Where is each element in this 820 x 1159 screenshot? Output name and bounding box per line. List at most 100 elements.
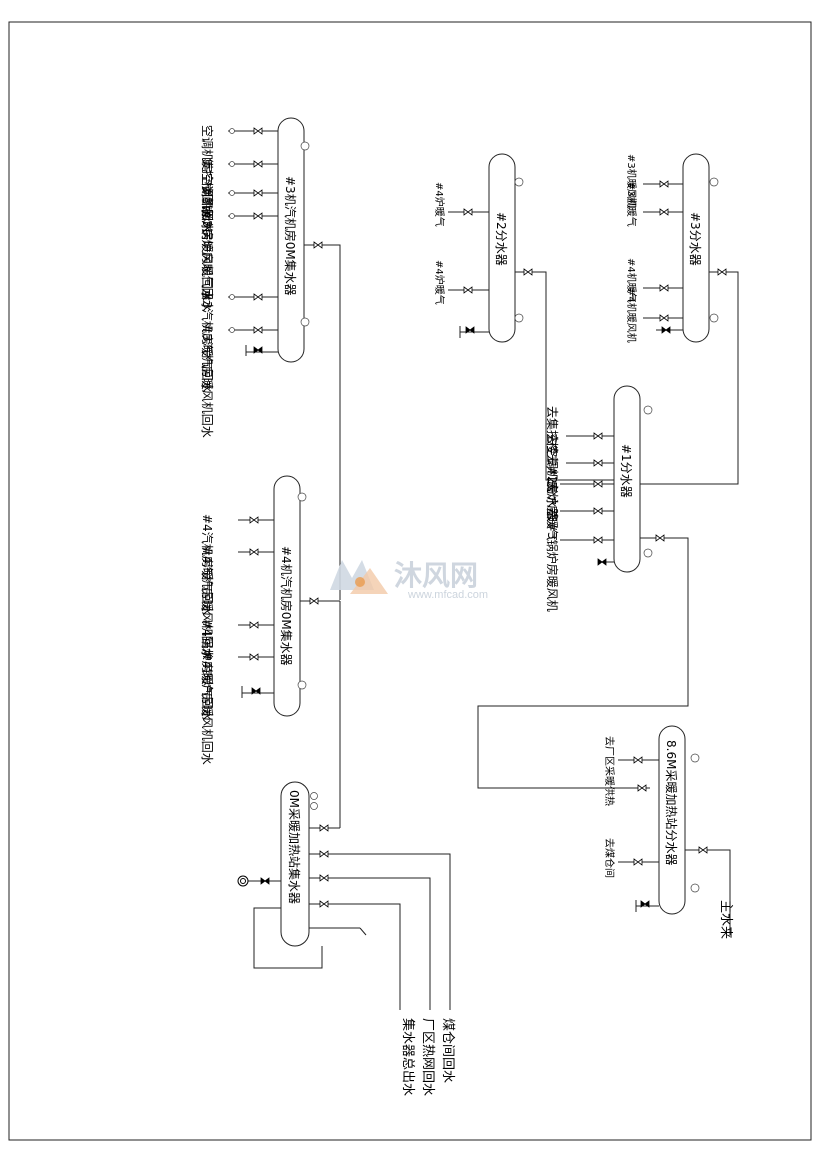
- branch-valve-icon: [253, 127, 263, 135]
- branch-valve-icon: [249, 653, 259, 661]
- gauge-icon: [690, 883, 700, 893]
- diagram-mark: [593, 536, 603, 544]
- main-valve-icon: [698, 846, 708, 854]
- check-icon: [229, 190, 235, 196]
- inlet-valve-icon: [319, 824, 329, 832]
- diagram-mark: [249, 653, 259, 661]
- branch-label: 去集控楼: [545, 406, 560, 454]
- coal-return-pipe: [309, 853, 451, 1010]
- link-pipe: [304, 244, 341, 600]
- diagram-mark: [690, 883, 700, 893]
- link-pipe: [477, 537, 689, 789]
- branch-valve-icon: [593, 507, 603, 515]
- header-title-h4collect: #4机汽机房0M集水器: [279, 546, 294, 666]
- branch-valve-icon: [659, 314, 669, 322]
- drain-valve-icon: [253, 346, 263, 354]
- diagram-mark: [310, 792, 318, 800]
- loop-pipe: [253, 907, 323, 969]
- diagram-mark: [309, 597, 319, 605]
- check-icon: [229, 213, 235, 219]
- watermark-logo: MF: [330, 560, 388, 594]
- branch-valve-icon: [659, 284, 669, 292]
- branch-label: 去#3锅炉房暖风机: [545, 510, 560, 612]
- diagram-mark: [249, 516, 259, 524]
- branch-label: #3机暖气: [625, 182, 638, 227]
- branch-valve-icon: [249, 548, 259, 556]
- branch-label: 去炉房暖气: [545, 481, 560, 541]
- gauge-icon: [709, 177, 719, 187]
- gauge-icon: [310, 802, 318, 810]
- branch-label: #4锅炉房暖风机回水: [200, 651, 215, 765]
- diagram-layer: #3机汽机房0M集水器空调机房空调机回水集控楼回水#3锅炉房暖风机回水#3锅炉房…: [200, 117, 739, 1096]
- gauge-icon: [300, 141, 310, 151]
- drain-valve-icon: [640, 900, 650, 908]
- diagram-mark: [251, 687, 261, 695]
- branch-label: 去空调机房: [545, 433, 560, 493]
- branch-valve-icon: [253, 189, 263, 197]
- branch-label: #3锅炉房暖风机回水: [200, 187, 215, 301]
- branch-valve-icon: [463, 208, 473, 216]
- drain-valve-icon: [465, 326, 475, 334]
- valve-icon: [319, 900, 329, 908]
- check-icon: [229, 161, 235, 167]
- branch-label: 空调机房空调机回水: [200, 125, 215, 233]
- header-title-h2dist: #2分水器: [494, 212, 508, 266]
- diagram-mark: [655, 534, 665, 542]
- check-icon: [229, 128, 235, 134]
- header-title-h8dist: 8.6M采暖加热站分水器: [664, 740, 678, 865]
- collector-out-pipe: [309, 903, 401, 1010]
- drain-valve-icon: [661, 326, 671, 334]
- diagram-mark: [240, 878, 246, 884]
- watermark: MF 沐风网 www.mfcad.com: [330, 560, 488, 601]
- diagram-mark: [593, 432, 603, 440]
- header-title-h0collect: 0M采暖加热站集水器: [287, 790, 302, 904]
- diagram-mark: [698, 846, 708, 854]
- diagram-mark: [253, 212, 263, 220]
- gauge-icon: [297, 680, 307, 690]
- diagram-mark: [319, 900, 329, 908]
- header-h2dist: [488, 153, 516, 343]
- branch-label: #4锅炉房暖气回水: [200, 619, 215, 721]
- diagram-mark: [465, 326, 475, 334]
- branch-valve-icon: [249, 516, 259, 524]
- header-h0collect: [280, 781, 310, 947]
- diagram-mark: [637, 784, 647, 792]
- header-title-h1dist: #1分水器: [619, 444, 633, 498]
- plant-return-pipe: [309, 877, 431, 1010]
- outlet-valve-icon: [309, 597, 319, 605]
- branch-valve-icon: [463, 286, 473, 294]
- branch-valve-icon: [253, 293, 263, 301]
- diagram-mark: [690, 753, 700, 763]
- diagram-mark: [253, 160, 263, 168]
- link-pipe: [515, 271, 620, 481]
- gauge-icon: [514, 177, 524, 187]
- diagram-mark: [514, 177, 524, 187]
- branch-valve-icon: [659, 180, 669, 188]
- diagram-mark: [661, 326, 671, 334]
- check-icon: [229, 294, 235, 300]
- branch-label: #3锅炉房暖气回水: [200, 210, 215, 312]
- branch-valve-icon: [249, 621, 259, 629]
- diagram-mark: [593, 507, 603, 515]
- diagram-mark: [659, 180, 669, 188]
- outlet-valve-icon: [313, 241, 323, 249]
- diagram-mark: [593, 480, 603, 488]
- branch-valve-icon: [593, 480, 603, 488]
- gauge-icon: [643, 405, 653, 415]
- diagram-mark: [659, 284, 669, 292]
- branch-valve-icon: [593, 536, 603, 544]
- label-main-in: 主水来: [718, 900, 733, 939]
- diagram-mark: [313, 241, 323, 249]
- branch-label: #3汽机房暖风机回水: [200, 324, 215, 438]
- header-h8dist: [658, 725, 686, 915]
- gauge-icon: [690, 753, 700, 763]
- header-h1dist: [613, 385, 641, 573]
- header-h3collect: [277, 117, 305, 363]
- diagram-mark: [643, 405, 653, 415]
- label-coal-return: 煤仓间回水: [440, 1018, 455, 1083]
- diagram-mark: [319, 824, 329, 832]
- diagram-mark: [249, 621, 259, 629]
- branch-valve-icon: [253, 160, 263, 168]
- strainer-icon: [237, 875, 249, 887]
- watermark-brand: 沐风网: [394, 560, 478, 591]
